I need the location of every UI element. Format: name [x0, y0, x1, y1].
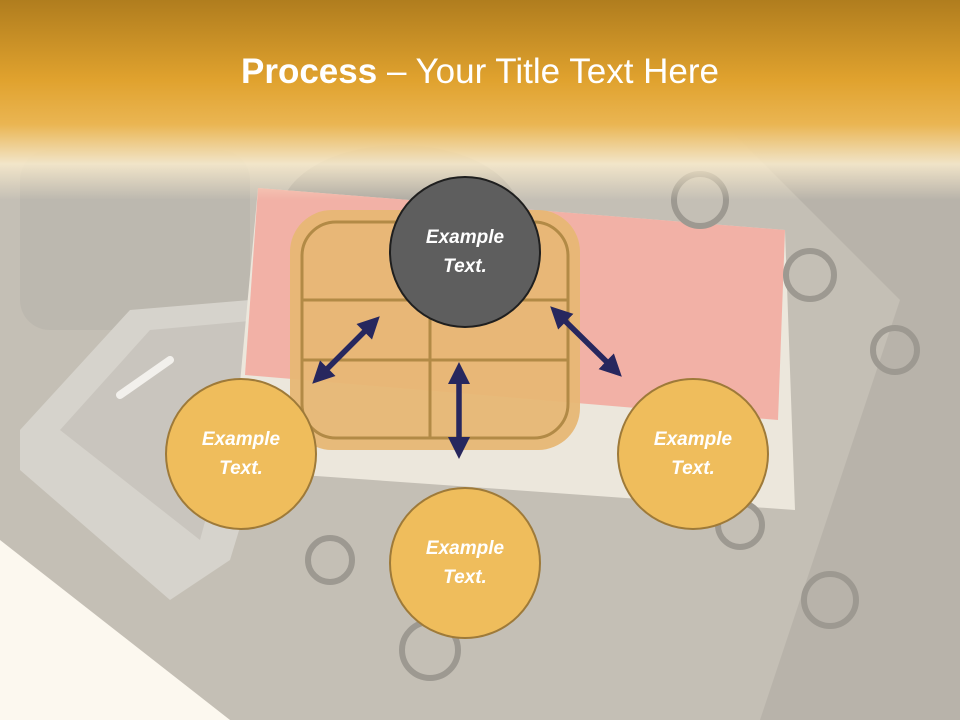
node-top: Example Text.	[389, 176, 541, 328]
slide-title: Process – Your Title Text Here	[0, 52, 960, 92]
node-bottom: Example Text.	[389, 487, 541, 639]
node-bottom-line1: Example	[425, 538, 505, 559]
slide-title-rest: – Your Title Text Here	[377, 52, 719, 91]
node-bottom-line2: Text.	[443, 567, 487, 588]
node-top-line2: Text.	[443, 256, 487, 277]
node-left-line1: Example	[201, 429, 281, 450]
title-banner	[0, 0, 960, 200]
slide-title-bold: Process	[241, 52, 378, 91]
node-left: Example Text.	[165, 378, 317, 530]
node-right-line1: Example	[653, 429, 733, 450]
node-top-line1: Example	[425, 227, 505, 248]
node-left-line2: Text.	[219, 458, 263, 479]
node-right-line2: Text.	[671, 458, 715, 479]
node-right: Example Text.	[617, 378, 769, 530]
